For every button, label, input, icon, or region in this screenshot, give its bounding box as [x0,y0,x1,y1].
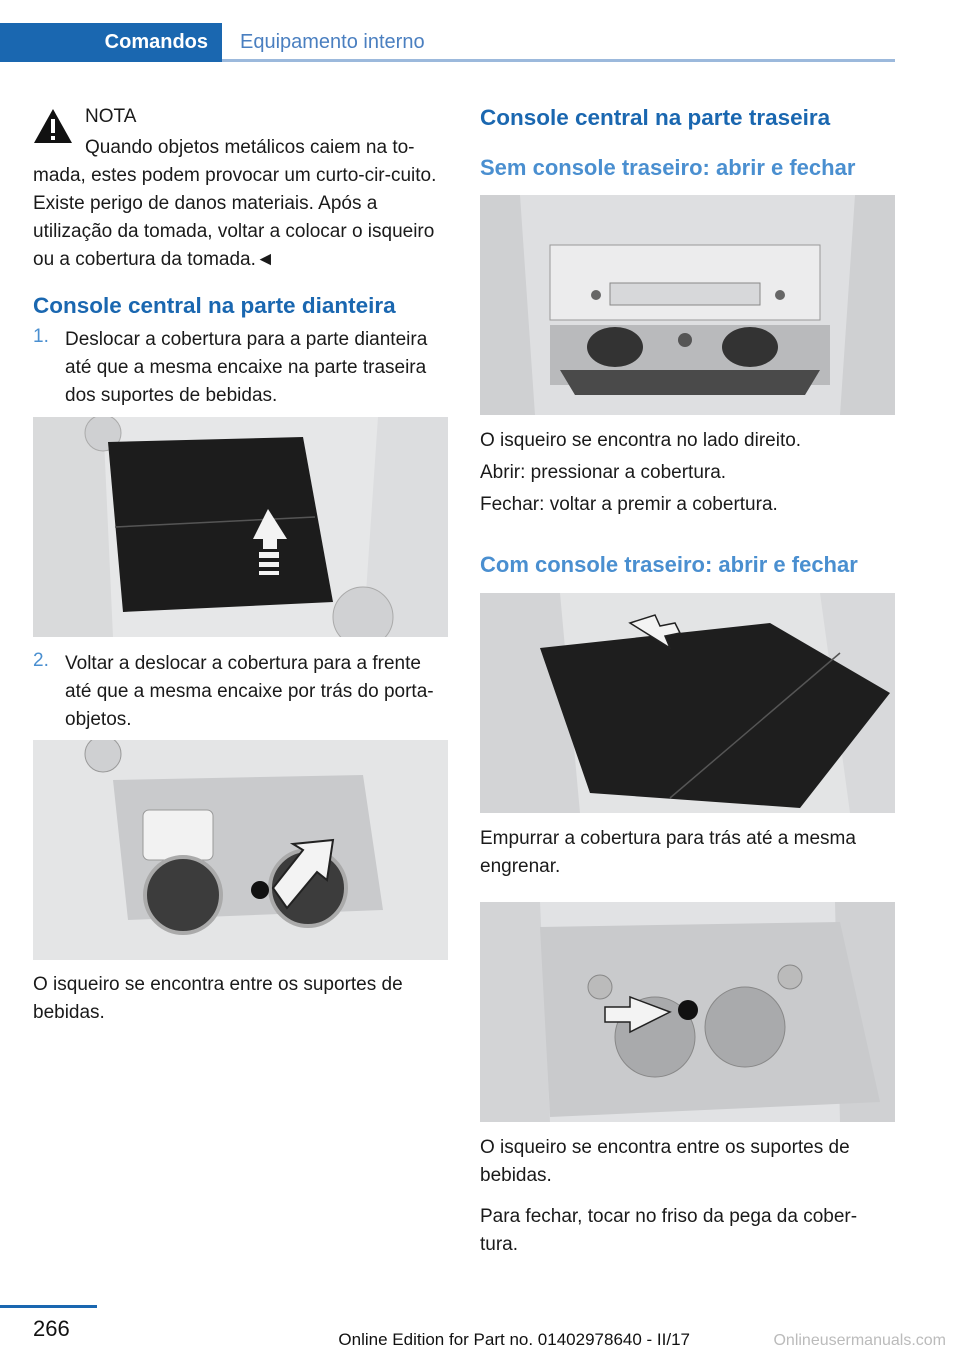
note-title: NOTA [85,106,137,127]
header-divider [222,59,895,62]
footer-divider [0,1305,97,1308]
photo-rear-lighter [480,902,895,1122]
note-first-line: Quando objetos metálicos caiem na to- [85,137,415,158]
caption-lighter-rear: O isqueiro se encontra entre os suportes… [480,1137,850,1186]
step-1-number: 1. [33,326,49,347]
footer-edition: Online Edition for Part no. 01402978640 … [338,1330,690,1349]
heading-front-console: Console central na parte dianteira [33,293,396,318]
subheading-without-rear: Sem console traseiro: abrir e fechar [480,155,856,180]
heading-rear-console: Console central na parte traseira [480,105,831,130]
text-close: Fechar: voltar a premir a cobertura. [480,494,778,515]
step-1-text: Deslocar a cobertura para a parte diante… [65,329,428,406]
subheading-with-rear: Com console traseiro: abrir e fechar [480,552,858,577]
photo-cup-holders [33,740,448,960]
caption-lighter-front: O isqueiro se encontra entre os suportes… [33,974,403,1023]
photo-rear-without [480,195,895,415]
text-open: Abrir: pressionar a cobertura. [480,462,727,483]
tab-comandos[interactable]: Comandos [0,23,222,62]
tab-equipamento-interno[interactable]: Equipamento interno [240,23,425,62]
chapter-header: Comandos Equipamento interno [0,0,895,62]
caption-push-cover: Empurrar a cobertura para trás até a mes… [480,828,856,877]
footer-watermark: Onlineusermanuals.com [773,1332,946,1349]
text-lighter-right: O isqueiro se encontra no lado direito. [480,430,802,451]
step-2-text: Voltar a deslocar a cobertura para a fre… [65,653,434,730]
photo-rear-cover-push [480,593,895,813]
step-2-number: 2. [33,650,49,671]
caption-close-cover: Para fechar, tocar no friso da pega da c… [480,1206,858,1255]
page-number: 266 [33,1316,70,1341]
note-body: mada, estes podem provocar um curto-cir-… [33,165,437,270]
tab-equipamento-label: Equipamento interno [240,31,425,53]
warning-icon [34,109,72,143]
tab-comandos-label: Comandos [104,31,208,53]
photo-front-cover [33,417,448,637]
